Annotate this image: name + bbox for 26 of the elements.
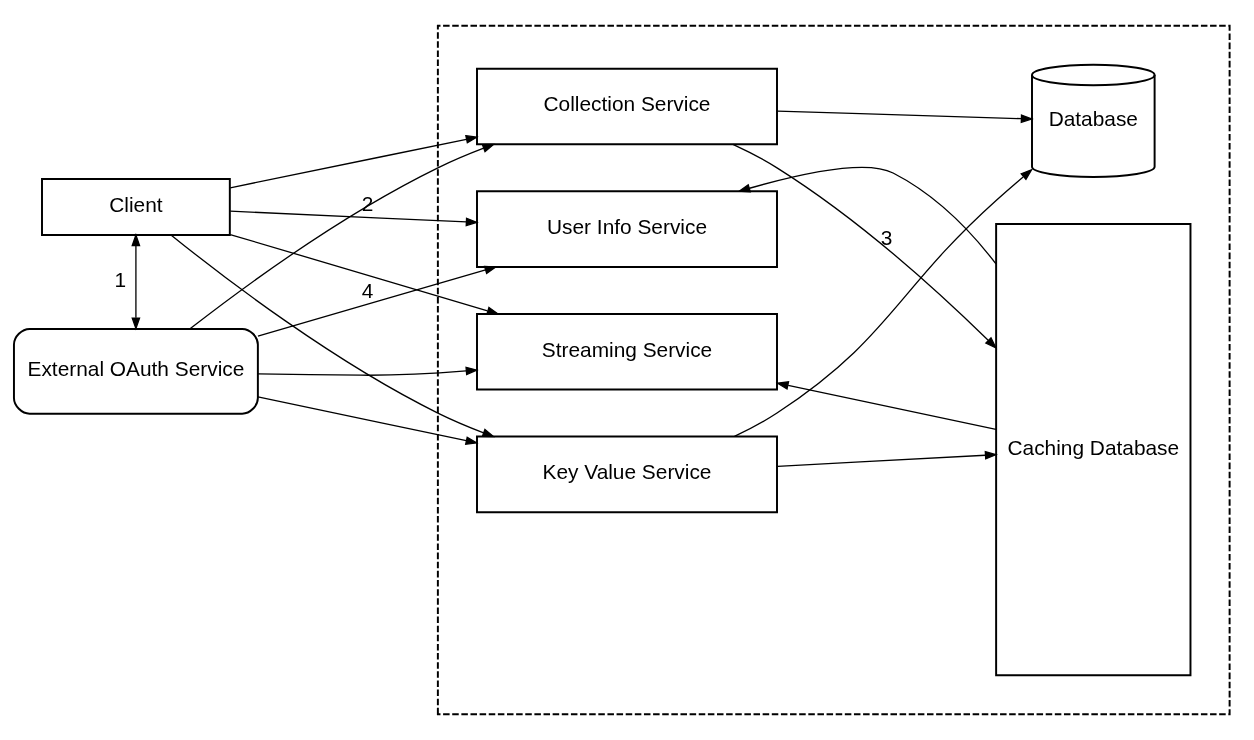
arrow: [257, 366, 479, 376]
arrow: [131, 233, 141, 331]
arrow: [776, 450, 998, 467]
node-box: Caching Database: [995, 222, 1192, 677]
arrow: [257, 396, 479, 446]
node-box: User Info Service: [476, 190, 778, 268]
arrow: [229, 233, 500, 316]
edge-label: 1: [114, 267, 127, 291]
arrow: [775, 381, 997, 430]
node-box: Client: [41, 177, 231, 236]
arrow: [732, 143, 998, 350]
edge-label: 3: [880, 225, 893, 249]
node-box: Key Value Service: [476, 435, 778, 514]
arrow: [170, 234, 496, 438]
arrow: [733, 168, 1034, 438]
arrow: [257, 265, 498, 337]
edge-label: 4: [361, 279, 374, 302]
cluster: [436, 24, 1231, 716]
arrow: [229, 210, 479, 227]
arrow: [229, 134, 479, 189]
node-box: Streaming Service: [476, 312, 778, 391]
arrow: [776, 110, 1034, 124]
node-box: External OAuth Service: [13, 327, 259, 415]
arrow: [737, 166, 997, 265]
arrow: [189, 143, 496, 330]
node-box: Collection Service: [476, 67, 778, 146]
